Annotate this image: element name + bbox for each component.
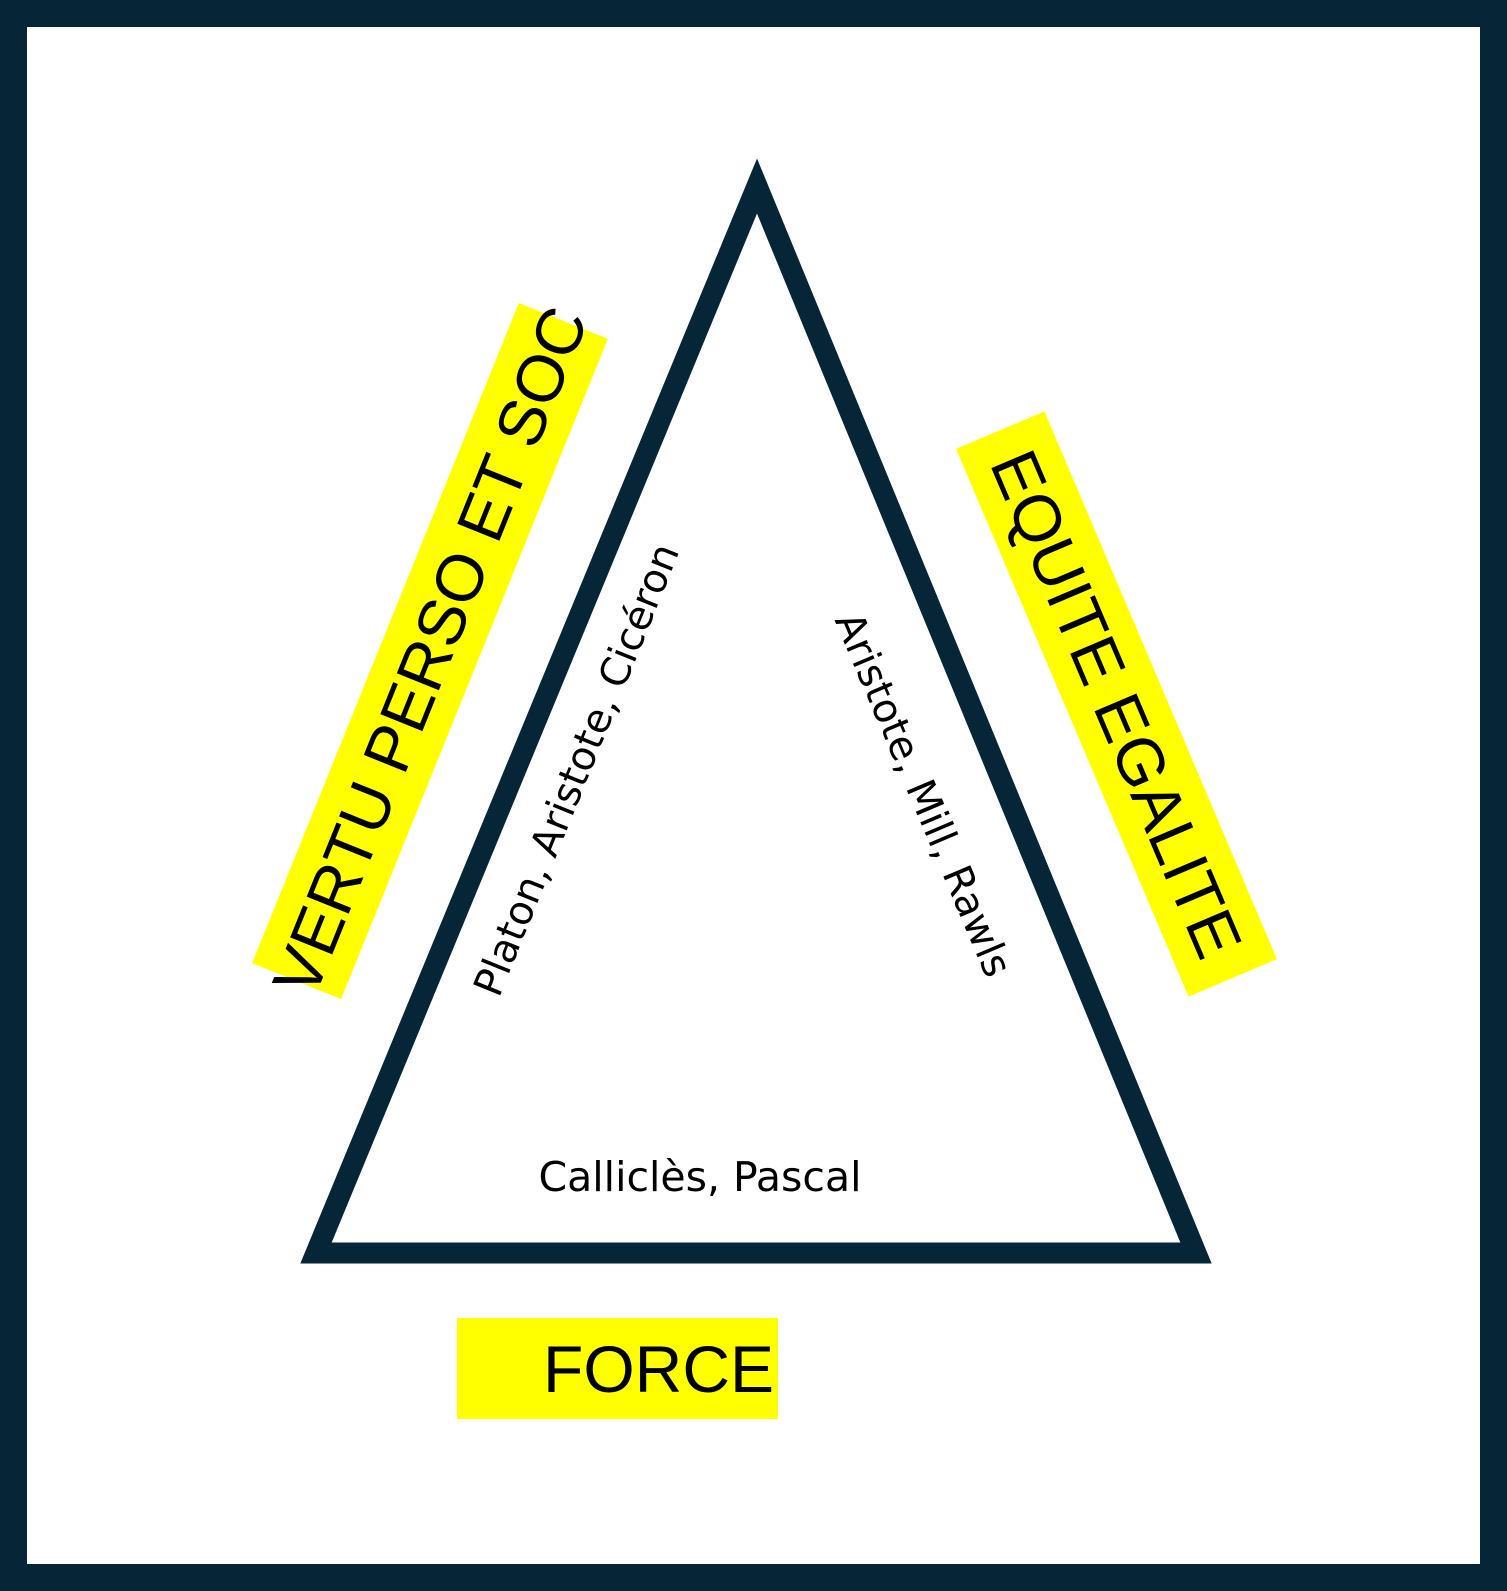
justice-triangle xyxy=(300,158,1212,1264)
label-force-text: FORCE xyxy=(543,1331,774,1406)
authors-base-text: Calliclès, Pascal xyxy=(538,1153,862,1201)
label-force: FORCE xyxy=(457,1318,778,1419)
authors-base: Calliclès, Pascal xyxy=(480,1157,920,1203)
